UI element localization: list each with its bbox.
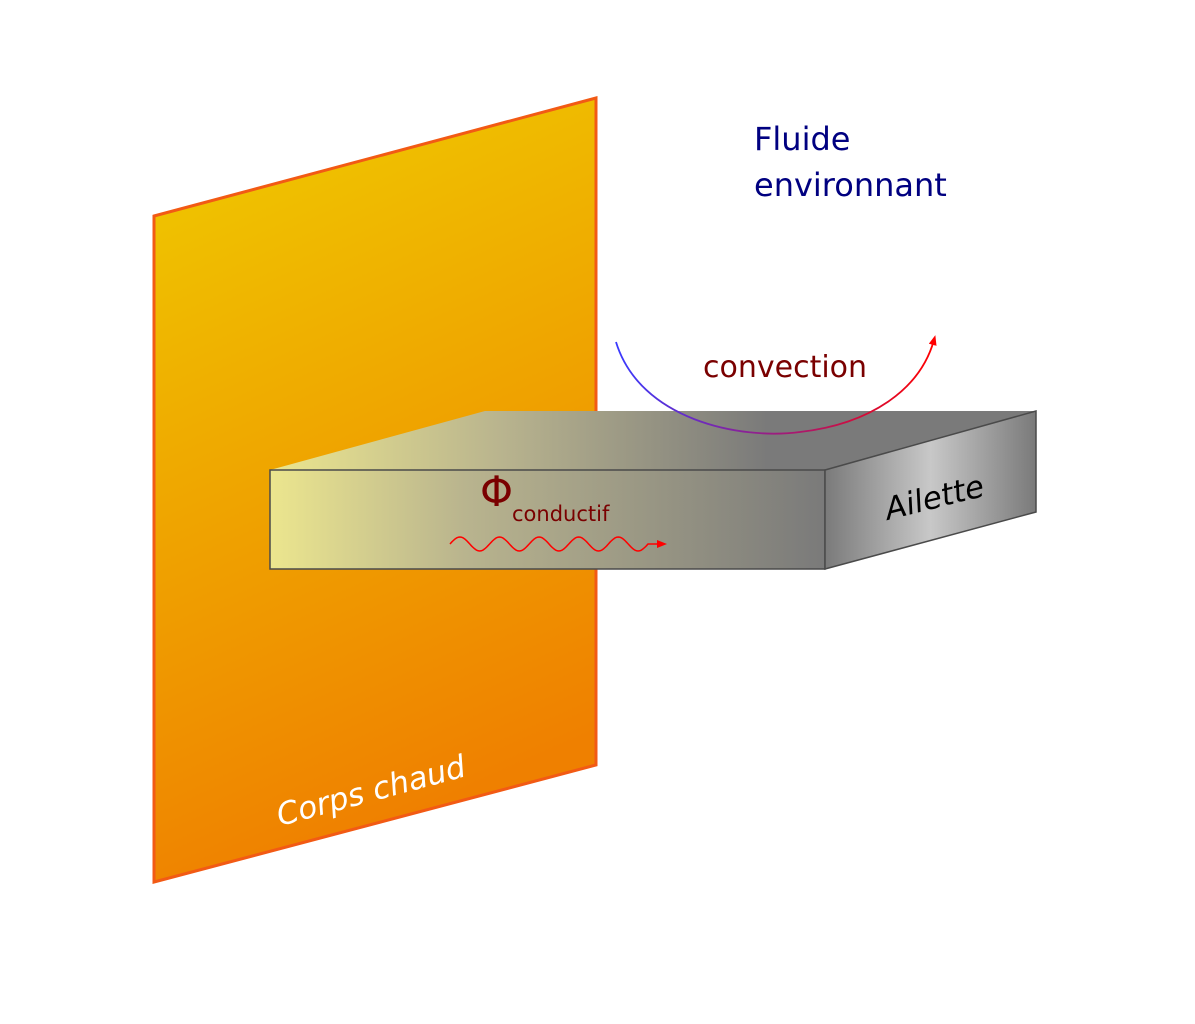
fin-top-face [270,411,1036,470]
phi-subscript: conductif [512,502,610,526]
convection-label: convection [703,350,867,385]
phi-symbol: Φ [480,467,513,516]
curved-arrow-icon [615,335,937,435]
fin-end-face [824,410,1037,570]
wavy-arrow-icon [449,536,667,552]
fluid-label-line2: environnant [754,166,947,204]
fluid-label-line1: Fluide [754,120,850,158]
